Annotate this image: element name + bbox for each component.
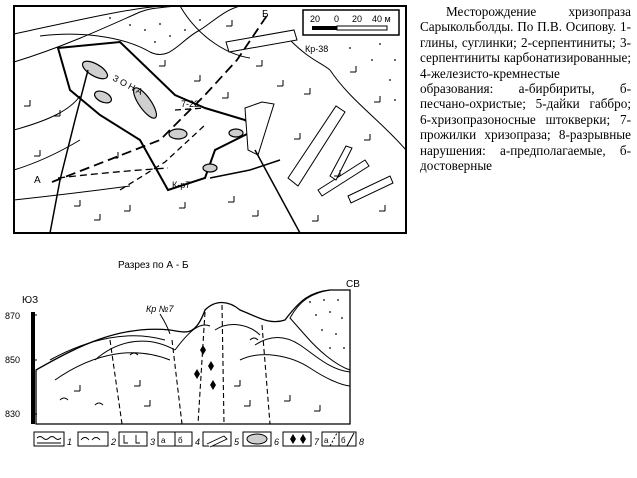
legend-number-3: 3 xyxy=(150,437,155,447)
elevation-label: 850 xyxy=(5,355,20,365)
section-line xyxy=(51,13,269,183)
dyke xyxy=(244,101,275,156)
fault-inferred xyxy=(119,124,206,191)
map-contacts xyxy=(13,5,407,201)
kr38-label: Кр-38 xyxy=(305,44,328,54)
fault-proven xyxy=(209,159,281,179)
elevation-label: 830 xyxy=(5,409,20,419)
t22-label: 7-22 xyxy=(181,99,199,109)
dyke xyxy=(329,145,353,181)
right-direction: СВ xyxy=(346,279,360,290)
stockwork xyxy=(132,87,158,119)
stockwork-bodies xyxy=(81,60,244,173)
scale-bar: 20 0 20 40 м xyxy=(302,9,400,36)
contact-line xyxy=(39,5,241,55)
well-label: Кр №7 xyxy=(146,304,175,314)
kr7-label: К-р7 xyxy=(172,180,190,190)
figure-caption: Месторождение хризопраза Сарыкольболды. … xyxy=(420,4,631,174)
contact-line xyxy=(179,5,251,59)
scale-tick-label: 20 xyxy=(352,14,362,24)
fault-proven xyxy=(49,69,89,234)
clay-cover xyxy=(289,289,351,371)
contact-line xyxy=(13,5,176,63)
legend-number-7: 7 xyxy=(314,437,320,447)
stockwork xyxy=(93,90,113,104)
serpentinite-symbols xyxy=(24,20,386,222)
stockwork xyxy=(228,128,244,138)
legend-number-1: 1 xyxy=(67,437,72,447)
legend-swatch-3 xyxy=(118,431,148,447)
section-title: Разрез по А - Б xyxy=(118,260,189,271)
legend-number-4: 4 xyxy=(195,437,200,447)
fault-proven xyxy=(254,149,301,234)
clay-dots xyxy=(309,299,345,349)
label-b: Б xyxy=(262,9,269,20)
map-frame xyxy=(13,5,407,234)
section-faults xyxy=(109,304,271,425)
section-layers xyxy=(49,324,351,387)
contact-line xyxy=(13,139,81,171)
veinlet-symbols xyxy=(194,345,216,390)
legend-sub-a: а xyxy=(161,436,166,445)
legend-number-2: 2 xyxy=(110,437,116,447)
geological-map: 20 0 20 40 м Б А З О Н А Кр-38 7-22 К-р7 xyxy=(13,5,407,234)
dyke xyxy=(225,29,298,53)
legend-sub-b: б xyxy=(341,436,346,445)
contact-line xyxy=(13,95,81,131)
legend-number-5: 5 xyxy=(234,437,240,447)
deposit-outline xyxy=(56,40,257,192)
scale-box xyxy=(302,9,400,36)
dyke xyxy=(287,105,346,187)
gabbro-dykes xyxy=(225,29,394,204)
legend-swatch-1 xyxy=(33,431,65,447)
contact-line xyxy=(289,39,331,71)
contact-line xyxy=(329,69,407,151)
scale-tick-label: 0 xyxy=(334,14,339,24)
left-direction: ЮЗ xyxy=(22,295,38,306)
legend-sub-b: б xyxy=(178,436,183,445)
section-outline xyxy=(35,289,351,425)
contact-line xyxy=(13,5,161,35)
legend-sub-a: а xyxy=(324,436,329,445)
elevation-axis xyxy=(31,312,35,424)
stockwork xyxy=(202,163,218,173)
dyke xyxy=(347,175,394,204)
legend-number-8: 8 xyxy=(359,437,364,447)
scale-tick-label: 20 xyxy=(310,14,320,24)
fault-inferred xyxy=(57,167,169,179)
well-marker xyxy=(159,313,171,335)
dyke xyxy=(317,159,370,197)
zone-label: З О Н А xyxy=(111,73,144,97)
legend-swatch-7 xyxy=(282,431,312,447)
stockwork xyxy=(81,60,109,80)
contact-line xyxy=(13,185,131,201)
elevation-label: 870 xyxy=(5,311,20,321)
faults xyxy=(49,69,301,234)
label-a: А xyxy=(34,175,41,186)
legend-number-6: 6 xyxy=(274,437,279,447)
section-symbols xyxy=(59,337,321,412)
stockwork xyxy=(168,128,188,140)
legend: 1 2 3 а б 4 5 6 7 а б 8 xyxy=(33,431,364,448)
scale-tick-label: 40 м xyxy=(372,14,391,24)
cross-section: Разрез по А - Б ЮЗ СВ 870 850 830 xyxy=(5,260,360,425)
